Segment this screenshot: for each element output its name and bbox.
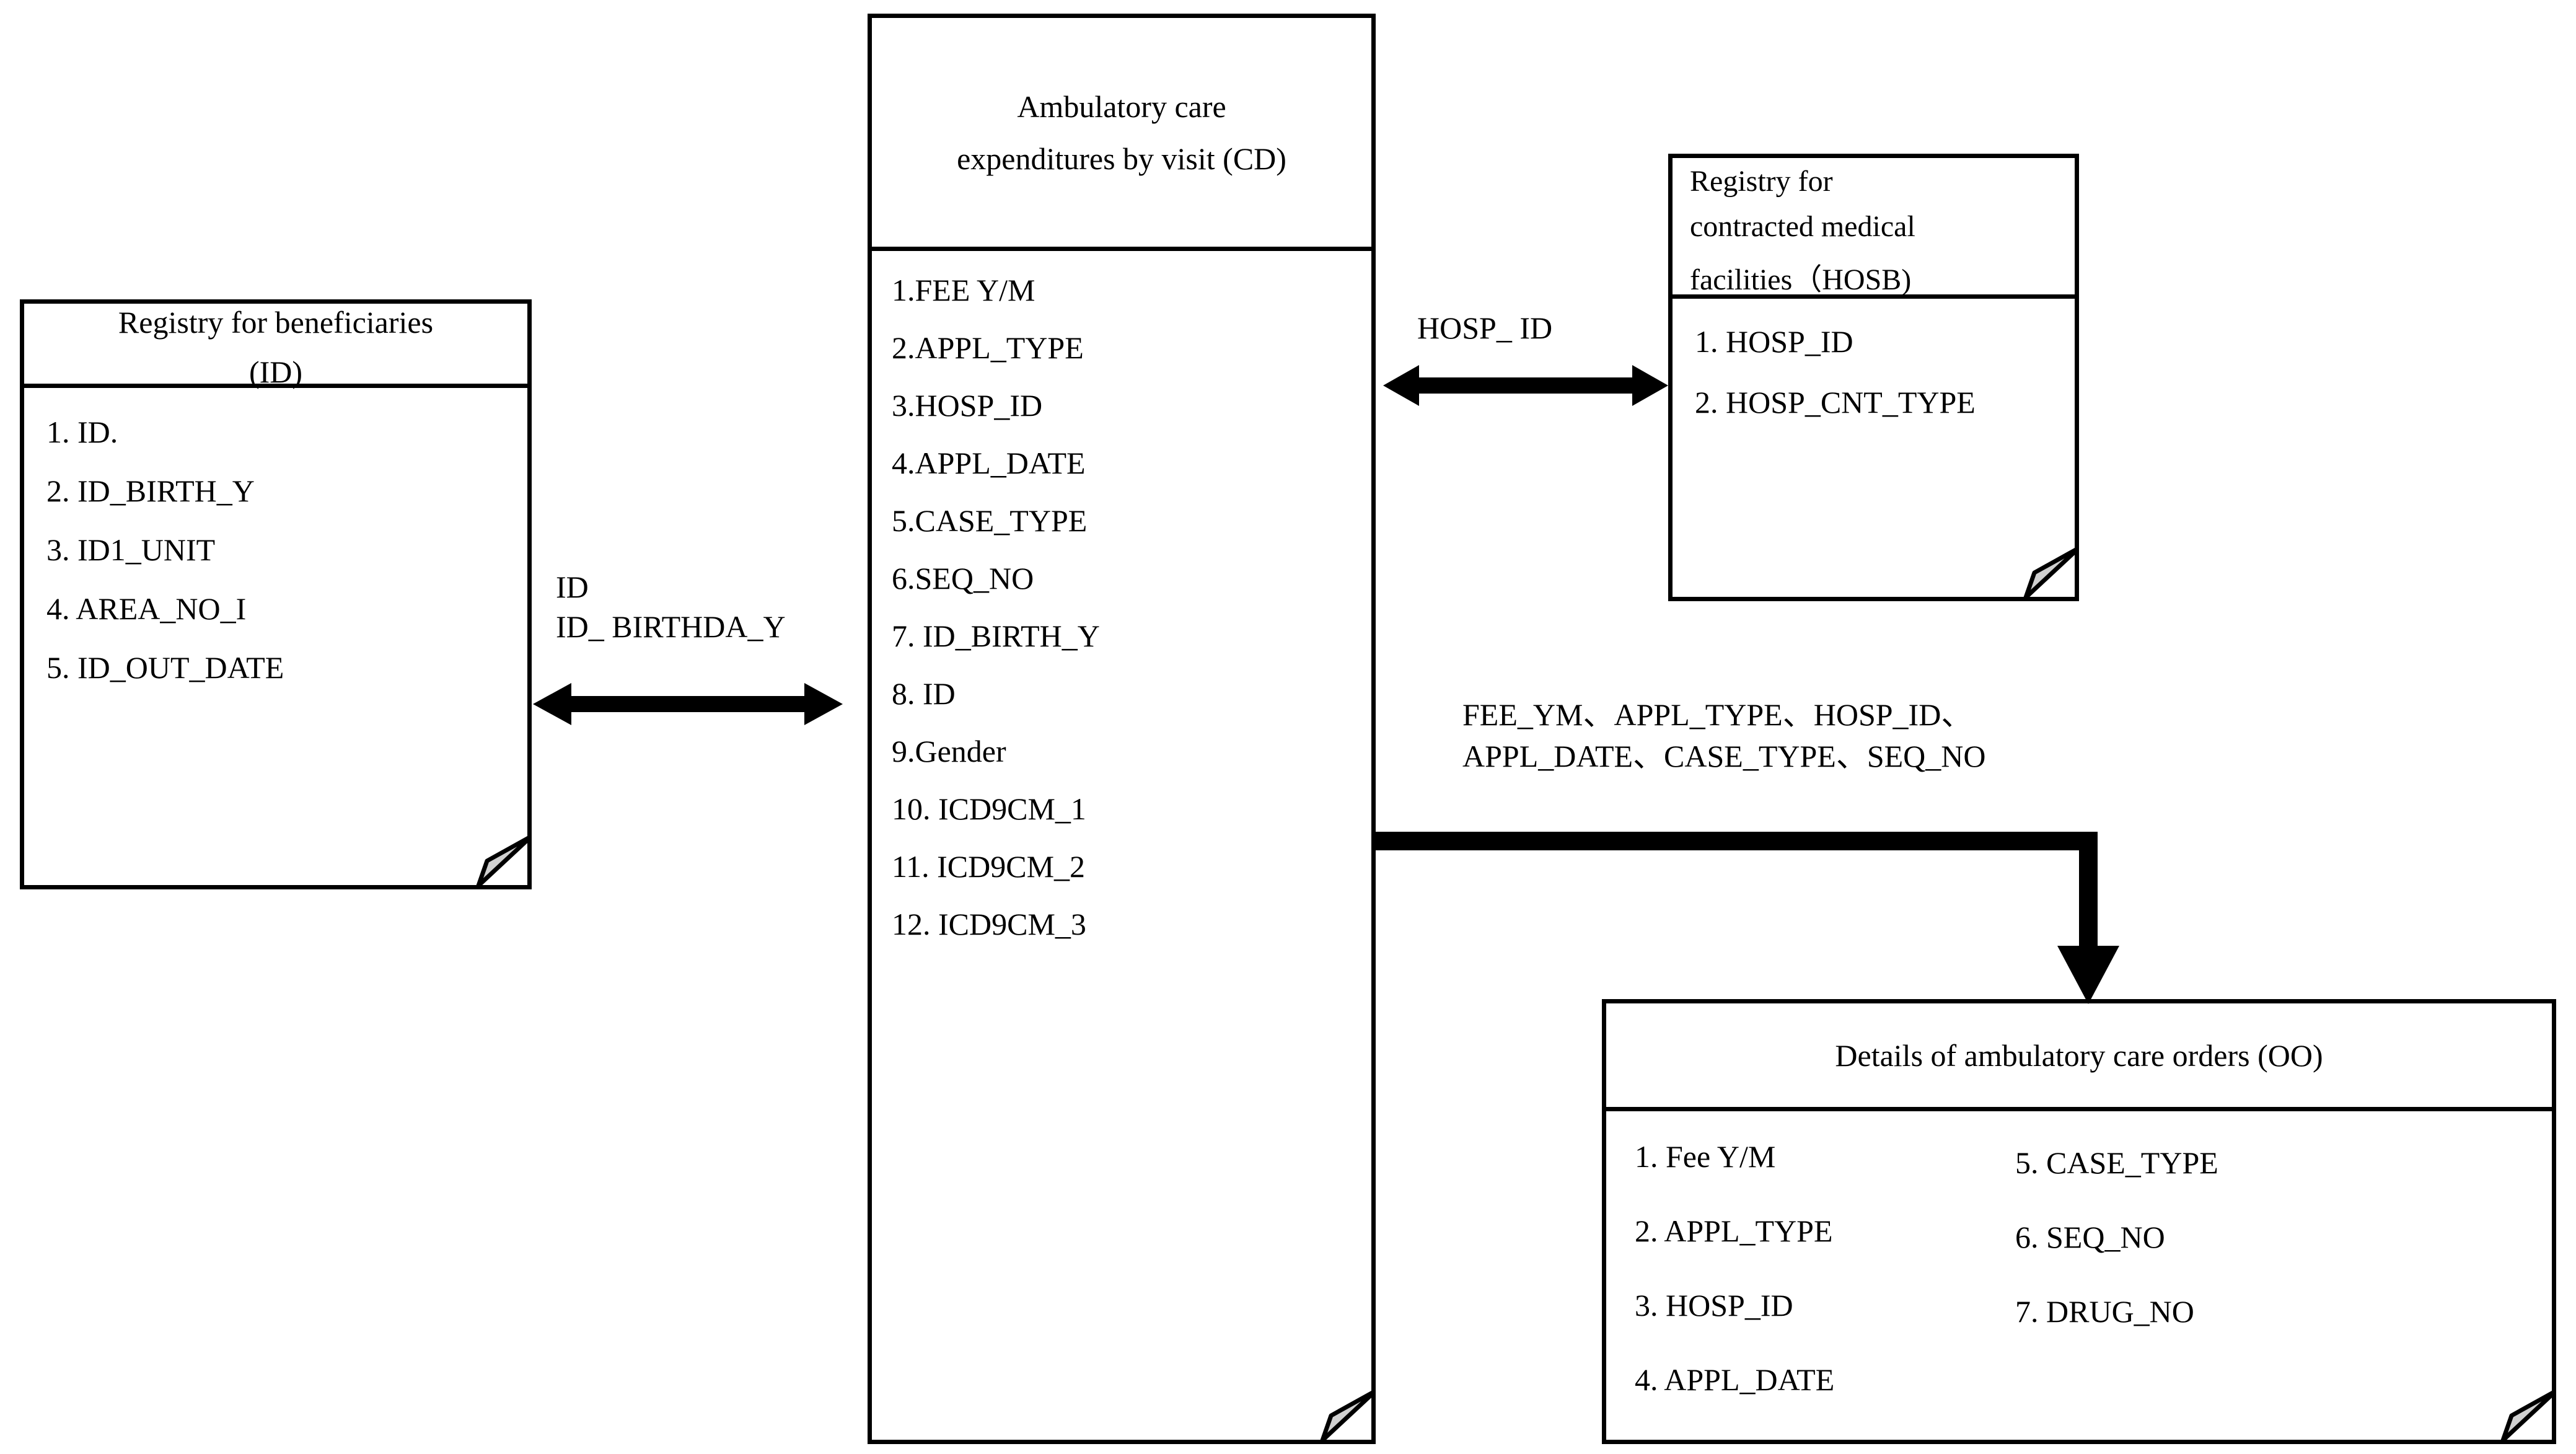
entity-title-line: contracted medical	[1690, 210, 1915, 243]
field-row: 3.HOSP_ID	[892, 388, 1043, 423]
entity-header-cd-expenditures: Ambulatory care expenditures by visit (C…	[872, 18, 1371, 251]
oo-fields-column-1: 1. Fee Y/M 2. APPL_TYPE 3. HOSP_ID 4. AP…	[1635, 1141, 1834, 1395]
field-row: 1.FEE Y/M	[892, 273, 1035, 307]
relation-label-line: APPL_DATE、CASE_TYPE、SEQ_NO	[1462, 738, 1986, 773]
field-row: 5. CASE_TYPE	[2015, 1145, 2218, 1180]
field-row: 1. Fee Y/M	[1635, 1139, 1776, 1174]
entity-fields-oo-orders: 1. Fee Y/M 2. APPL_TYPE 3. HOSP_ID 4. AP…	[1606, 1111, 2552, 1448]
field-row: 4.APPL_DATE	[892, 446, 1086, 480]
field-row: 1. HOSP_ID	[1695, 324, 1853, 359]
field-row: 7. DRUG_NO	[2015, 1294, 2194, 1329]
entity-title-line: Details of ambulatory care orders (OO)	[1835, 1038, 2323, 1073]
relation-arrow-cd-to-hosb	[1383, 365, 1668, 406]
entity-header-oo-orders: Details of ambulatory care orders (OO)	[1606, 1003, 2552, 1111]
field-row: 9.Gender	[892, 734, 1006, 769]
field-row: 10. ICD9CM_1	[892, 791, 1086, 826]
field-row: 3. HOSP_ID	[1635, 1288, 1793, 1323]
field-row: 2. HOSP_CNT_TYPE	[1695, 385, 1976, 420]
field-row: 5. ID_OUT_DATE	[46, 650, 284, 685]
field-row: 1. ID.	[46, 415, 118, 449]
entity-box-oo-orders: Details of ambulatory care orders (OO) 1…	[1602, 999, 2556, 1444]
field-row: 6. SEQ_NO	[2015, 1220, 2165, 1254]
relation-label-line: FEE_YM、APPL_TYPE、HOSP_ID、	[1462, 697, 1972, 732]
field-row: 4. APPL_DATE	[1635, 1362, 1835, 1397]
field-row: 8. ID	[892, 676, 956, 711]
relation-arrow-id-to-cd	[533, 683, 843, 725]
field-row: 6.SEQ_NO	[892, 561, 1034, 596]
relation-label-line: HOSP_ ID	[1417, 311, 1553, 345]
field-row: 12. ICD9CM_3	[892, 907, 1086, 941]
relation-label-cd-to-oo: FEE_YM、APPL_TYPE、HOSP_ID、 APPL_DATE、CASE…	[1462, 694, 1986, 777]
entity-box-id-registry: Registry for beneficiaries (ID) 1. ID. 2…	[20, 299, 532, 889]
relation-label-line: ID_ BIRTHDA_Y	[556, 609, 786, 644]
entity-title-line: expenditures by visit (CD)	[957, 141, 1286, 176]
field-row: 2. ID_BIRTH_Y	[46, 474, 255, 508]
entity-title-line: Registry for beneficiaries	[118, 304, 434, 340]
field-row: 2.APPL_TYPE	[892, 330, 1084, 365]
oo-fields-column-2: 5. CASE_TYPE 6. SEQ_NO 7. DRUG_NO	[2015, 1147, 2218, 1327]
field-row: 4. AREA_NO_I	[46, 591, 247, 626]
relation-arrow-cd-to-oo	[1373, 832, 2119, 1004]
entity-box-hosb-registry: Registry for contracted medical faciliti…	[1668, 154, 2079, 601]
entity-title-line: facilities（HOSB)	[1690, 263, 1912, 296]
field-row: 5.CASE_TYPE	[892, 503, 1088, 538]
entity-title-line: Registry for	[1690, 165, 1833, 198]
entity-title-line: (ID)	[248, 354, 303, 389]
field-row: 11. ICD9CM_2	[892, 849, 1086, 884]
entity-header-id-registry: Registry for beneficiaries (ID)	[24, 304, 527, 389]
entity-box-cd-expenditures: Ambulatory care expenditures by visit (C…	[868, 14, 1376, 1444]
relation-label-cd-to-hosb: HOSP_ ID	[1417, 308, 1552, 348]
entity-fields-hosb-registry: 1. HOSP_ID 2. HOSP_CNT_TYPE	[1673, 299, 2075, 606]
entity-header-hosb-registry: Registry for contracted medical faciliti…	[1673, 158, 2075, 299]
relation-label-id-to-cd: ID ID_ BIRTHDA_Y	[556, 567, 786, 646]
entity-title-line: Ambulatory care	[1017, 89, 1226, 124]
field-row: 7. ID_BIRTH_Y	[892, 619, 1100, 653]
field-row: 3. ID1_UNIT	[46, 532, 216, 567]
field-row: 2. APPL_TYPE	[1635, 1214, 1833, 1248]
entity-fields-cd-expenditures: 1.FEE Y/M 2.APPL_TYPE 3.HOSP_ID 4.APPL_D…	[872, 251, 1371, 1440]
relation-label-line: ID	[556, 570, 589, 604]
entity-fields-id-registry: 1. ID. 2. ID_BIRTH_Y 3. ID1_UNIT 4. AREA…	[24, 388, 527, 885]
